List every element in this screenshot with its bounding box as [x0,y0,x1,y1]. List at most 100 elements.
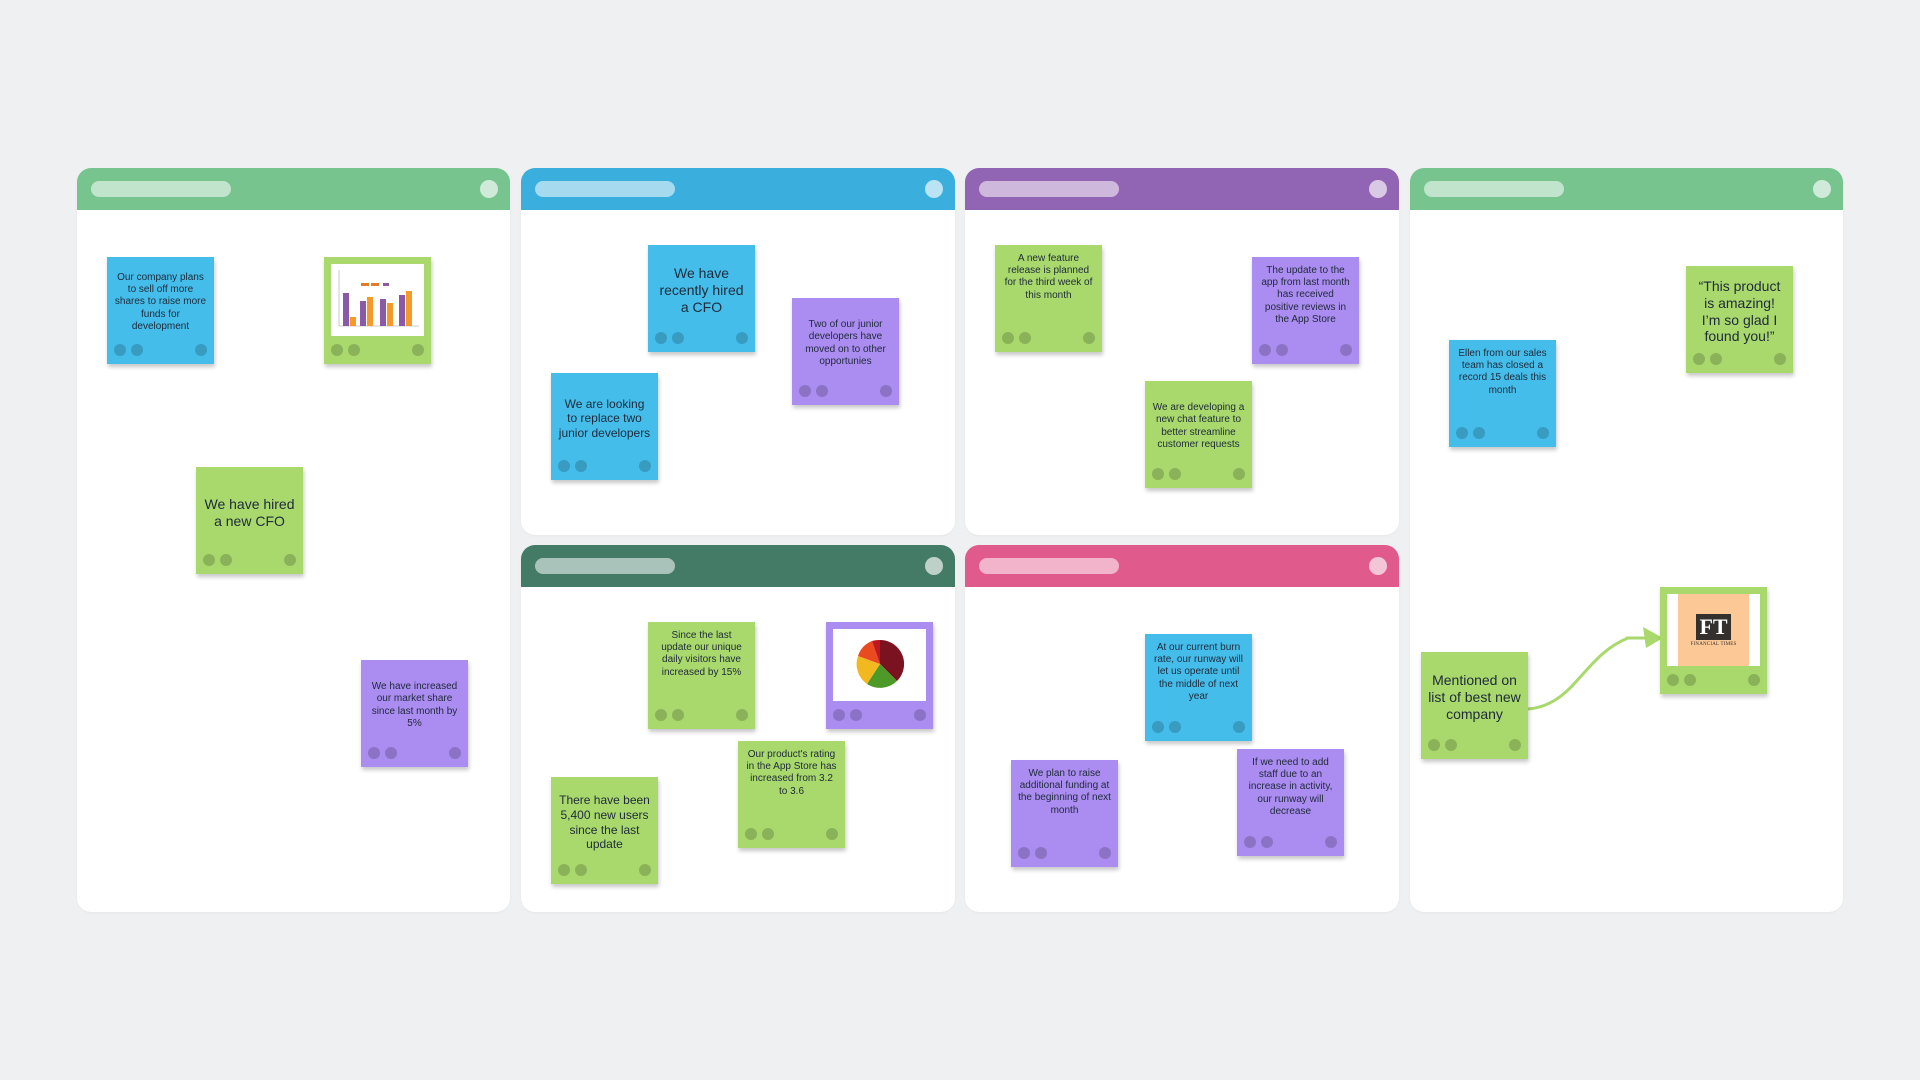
section-menu-button[interactable] [925,180,943,198]
sticky-note-image[interactable] [324,257,431,364]
reaction-dot[interactable] [368,747,380,759]
reaction-dot[interactable] [1445,739,1457,751]
reaction-dot[interactable] [195,344,207,356]
reaction-dot[interactable] [1710,353,1722,365]
reaction-dot[interactable] [385,747,397,759]
reaction-dot[interactable] [449,747,461,759]
reaction-dot[interactable] [799,385,811,397]
reaction-dot[interactable] [1099,847,1111,859]
reaction-dot[interactable] [1083,332,1095,344]
reaction-dot[interactable] [558,864,570,876]
reaction-dot[interactable] [1276,344,1288,356]
sticky-note[interactable]: Our product's rating in the App Store ha… [738,741,845,848]
sticky-note[interactable]: We have hired a new CFO [196,467,303,574]
reaction-dot[interactable] [736,332,748,344]
sticky-note[interactable]: There have been 5,400 new users since th… [551,777,658,884]
reaction-dot[interactable] [220,554,232,566]
sticky-note[interactable]: Our company plans to sell off more share… [107,257,214,364]
reaction-dot[interactable] [1233,468,1245,480]
reaction-dot[interactable] [1035,847,1047,859]
sticky-note[interactable]: Since the last update our unique daily v… [648,622,755,729]
reaction-dot[interactable] [745,828,757,840]
sticky-note-image[interactable]: FT FINANCIAL TIMES [1660,587,1767,694]
reaction-dot[interactable] [575,460,587,472]
section-menu-button[interactable] [1369,180,1387,198]
reaction-dot[interactable] [639,864,651,876]
reaction-dot[interactable] [833,709,845,721]
reaction-dot[interactable] [816,385,828,397]
reaction-dot[interactable] [639,460,651,472]
reaction-dot[interactable] [1325,836,1337,848]
reaction-dot[interactable] [1509,739,1521,751]
reaction-dot[interactable] [1693,353,1705,365]
reaction-dot[interactable] [1244,836,1256,848]
reaction-dot[interactable] [203,554,215,566]
section-menu-button[interactable] [1369,557,1387,575]
reaction-dot[interactable] [1018,847,1030,859]
reaction-dot[interactable] [914,709,926,721]
sticky-note[interactable]: The update to the app from last month ha… [1252,257,1359,364]
reaction-dot[interactable] [1748,674,1760,686]
reaction-dot[interactable] [655,332,667,344]
section-header[interactable] [965,545,1399,587]
sticky-note[interactable]: Ellen from our sales team has closed a r… [1449,340,1556,447]
sticky-note[interactable]: We are looking to replace two junior dev… [551,373,658,480]
sticky-note[interactable]: Mentioned on list of best new company [1421,652,1528,759]
reaction-dot[interactable] [575,864,587,876]
reaction-dot[interactable] [1340,344,1352,356]
reaction-dot[interactable] [1261,836,1273,848]
reaction-dot[interactable] [284,554,296,566]
sticky-note[interactable]: We are developing a new chat feature to … [1145,381,1252,488]
reaction-dot[interactable] [1456,427,1468,439]
reaction-dot[interactable] [1233,721,1245,733]
sticky-note[interactable]: At our current burn rate, our runway wil… [1145,634,1252,741]
reaction-dot[interactable] [655,709,667,721]
sticky-note-image[interactable] [826,622,933,729]
reaction-dot[interactable] [1002,332,1014,344]
reaction-dot[interactable] [1684,674,1696,686]
reaction-dot[interactable] [1169,721,1181,733]
reaction-dot[interactable] [762,828,774,840]
sticky-note[interactable]: We plan to raise additional funding at t… [1011,760,1118,867]
sticky-note-text: If we need to add staff due to an increa… [1248,757,1333,817]
reaction-dot[interactable] [1667,674,1679,686]
sticky-note[interactable]: A new feature release is planned for the… [995,245,1102,352]
section-menu-button[interactable] [925,557,943,575]
column-header[interactable] [77,168,510,210]
reaction-dot[interactable] [114,344,126,356]
sticky-note[interactable]: Two of our junior developers have moved … [792,298,899,405]
reaction-dot[interactable] [880,385,892,397]
reaction-dot[interactable] [1019,332,1031,344]
reaction-dot[interactable] [1259,344,1271,356]
sticky-note[interactable]: “This product is amazing! I’m so glad I … [1686,266,1793,373]
sticky-note[interactable]: We have recently hired a CFO [648,245,755,352]
section-header[interactable] [965,168,1399,210]
reaction-dot[interactable] [412,344,424,356]
reaction-dot[interactable] [1152,721,1164,733]
reaction-dot[interactable] [348,344,360,356]
reaction-dot[interactable] [672,709,684,721]
section-header[interactable] [521,545,955,587]
section-header[interactable] [521,168,955,210]
reaction-dot[interactable] [1473,427,1485,439]
reaction-dot[interactable] [1774,353,1786,365]
reaction-dot[interactable] [131,344,143,356]
reaction-dot[interactable] [331,344,343,356]
column-header[interactable] [1410,168,1843,210]
reaction-dot[interactable] [1537,427,1549,439]
reaction-dot[interactable] [1428,739,1440,751]
column-menu-button[interactable] [1813,180,1831,198]
reaction-dot[interactable] [1152,468,1164,480]
column-menu-button[interactable] [480,180,498,198]
reaction-dot[interactable] [672,332,684,344]
reaction-dot[interactable] [558,460,570,472]
reaction-dot[interactable] [850,709,862,721]
sticky-note-text: We plan to raise additional funding at t… [1018,768,1111,816]
reaction-dot[interactable] [1169,468,1181,480]
reaction-dot[interactable] [826,828,838,840]
reaction-dot[interactable] [736,709,748,721]
sticky-note[interactable]: If we need to add staff due to an increa… [1237,749,1344,856]
ft-logo-image: FT FINANCIAL TIMES [1667,594,1760,666]
column-title-placeholder [91,181,231,197]
sticky-note[interactable]: We have increased our market share since… [361,660,468,767]
